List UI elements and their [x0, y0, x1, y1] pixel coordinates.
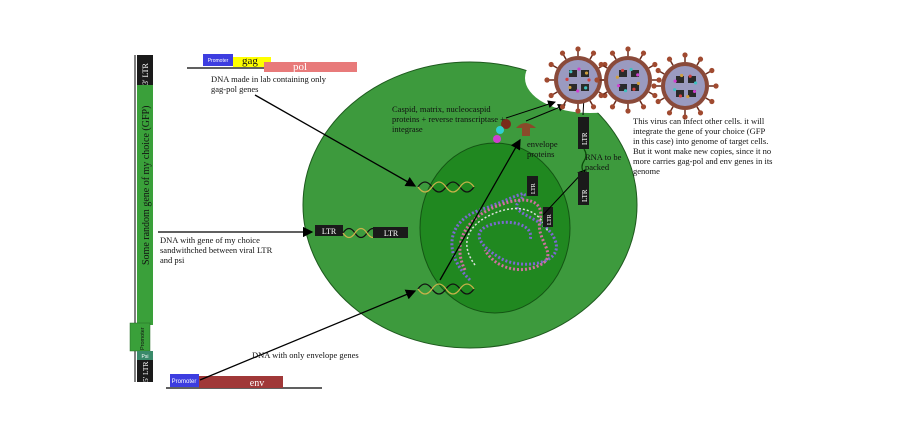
virus-particle	[651, 52, 719, 120]
ltr3-block	[137, 55, 153, 85]
gfp-gene	[137, 85, 153, 325]
cell-ltr-left	[315, 225, 343, 236]
svg-text:LTR: LTR	[581, 189, 589, 202]
gag-gene	[233, 57, 271, 67]
svg-text:LTR: LTR	[531, 183, 537, 194]
gagpol-note: DNA made in lab containing only gag-pol …	[211, 74, 326, 94]
svg-text:Psi: Psi	[142, 354, 149, 360]
genome-ltr-a	[527, 176, 538, 196]
pol-gene	[264, 62, 357, 72]
transfer-note: DNA with gene of my choice sandwithched …	[160, 235, 273, 265]
svg-text:LTR: LTR	[322, 227, 337, 236]
env-note: DNA with only envelope genes	[252, 350, 359, 360]
proteins-note: Caspid, matrix, nucleocaspid proteins + …	[392, 104, 505, 134]
gagpol-promoter	[203, 54, 233, 66]
svg-text:Promoter: Promoter	[172, 379, 197, 385]
dna-helix-lower	[417, 283, 475, 295]
cell-ltr-right	[373, 227, 408, 238]
virus-particle	[544, 46, 612, 114]
virus-note: This virus can infect other cells. it wi…	[633, 116, 773, 176]
dna-helix-upper	[417, 181, 475, 193]
transfer-plasmid: 3' LTR Some random gene of my choice (GF…	[129, 55, 153, 382]
protein-magenta	[493, 135, 501, 143]
svg-text:5' LTR: 5' LTR	[141, 362, 150, 382]
gagpol-plasmid: Promoter gag pol	[187, 54, 357, 73]
genomic-dna	[450, 192, 558, 282]
arrow-gagpol-to-nucleus	[254, 94, 417, 187]
svg-text:env: env	[250, 378, 264, 389]
env-promoter	[170, 374, 199, 387]
arrow-envelope-to-virus	[525, 103, 566, 122]
envelope-note: envelope proteins	[527, 139, 558, 159]
svg-text:Promoter: Promoter	[208, 58, 229, 64]
protein-brown	[501, 119, 511, 129]
rna-strand	[581, 148, 587, 174]
svg-text:gag: gag	[242, 55, 258, 67]
arrow-env-to-nucleus	[199, 289, 417, 381]
env-plasmid: Promoter env	[166, 374, 322, 389]
virus-particle	[594, 46, 662, 114]
env-gene	[199, 376, 283, 388]
svg-text:LTR: LTR	[384, 229, 399, 238]
svg-text:pol: pol	[293, 61, 307, 73]
psi-block	[137, 351, 153, 360]
ltr5-block	[137, 360, 153, 382]
svg-text:Some random gene of my choice: Some random gene of my choice (GFP)	[141, 106, 152, 265]
arrow-nucleus-to-envelope	[439, 138, 521, 281]
svg-text:3' LTR: 3' LTR	[141, 63, 150, 85]
svg-text:LTR: LTR	[547, 214, 553, 225]
arrow-proteins-to-virus	[505, 100, 556, 119]
transfer-dna-in-cell: LTR LTR	[315, 225, 408, 239]
genome-ltr-b	[543, 207, 553, 227]
svg-text:Promoter: Promoter	[140, 327, 146, 350]
protein-cyan	[496, 126, 504, 134]
envelope-protein	[516, 123, 536, 128]
svg-text:LTR: LTR	[581, 132, 589, 145]
rna-ltr-bottom	[578, 172, 589, 205]
rna-ltr-top	[578, 117, 589, 149]
rna-note: RNA to be packed	[585, 152, 622, 172]
virus-particles	[544, 46, 719, 120]
